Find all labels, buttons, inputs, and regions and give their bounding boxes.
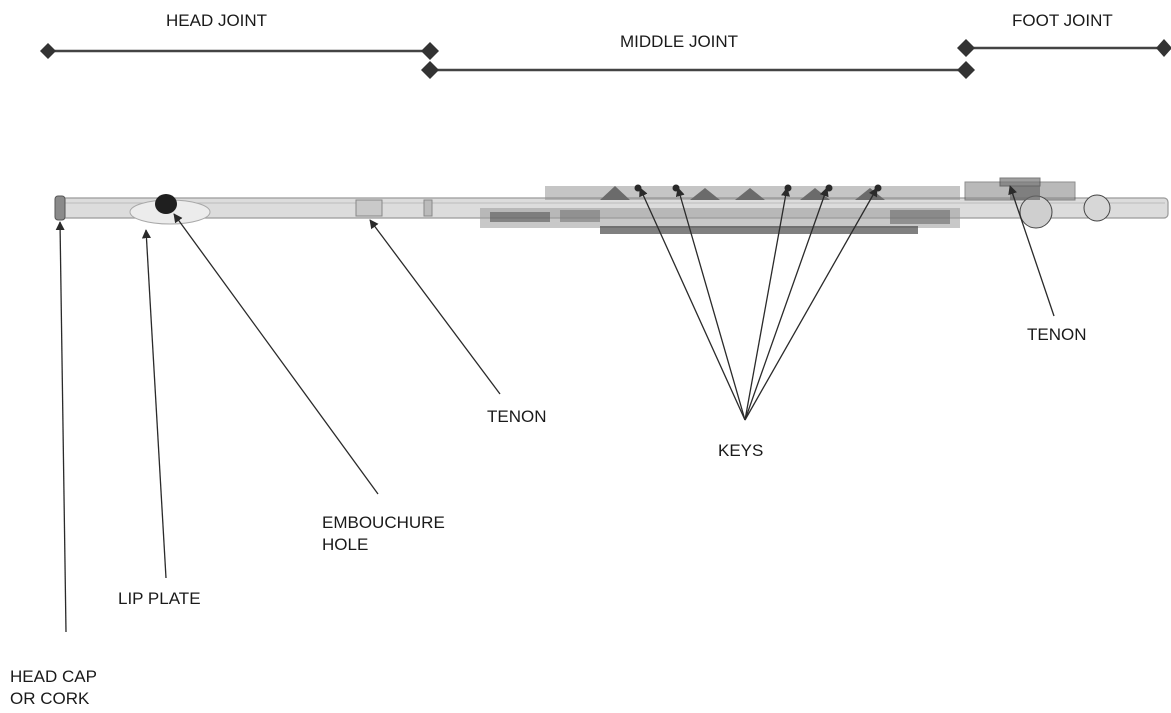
head-cap-label-line1: HEAD CAP [10,667,97,686]
keys-label: KEYS [718,441,764,460]
arrow-tenon-foot [1008,185,1055,317]
embouchure-label-line2: HOLE [322,535,369,554]
arrow-embouchure [173,213,379,495]
arrow-head-cap [55,221,67,633]
head-cap-label-line2: OR CORK [10,689,90,708]
embouchure-hole-shape [155,194,177,214]
foot-joint-bracket [957,39,1171,57]
foot-mechanism [964,177,1111,229]
head-joint-label: HEAD JOINT [166,11,268,30]
foot-joint-label: FOOT JOINT [1012,11,1113,30]
arrow-key-2 [675,187,746,421]
arrow-key-4 [744,187,829,421]
flute-illustration [54,177,1169,234]
arrow-key-1 [639,187,746,421]
callout-arrows [55,185,1055,633]
arrow-tenon-head [369,219,501,395]
tenon-head-label: TENON [487,407,547,426]
embouchure-label-line1: EMBOUCHURE [322,513,445,532]
arrow-lip-plate [141,229,167,579]
middle-joint-label: MIDDLE JOINT [620,32,739,51]
tenon-foot-label: TENON [1027,325,1087,344]
arrow-key-3 [744,187,791,421]
arrow-key-5 [744,187,878,421]
head-joint-bracket [40,42,439,60]
lip-plate-label: LIP PLATE [118,589,201,608]
head-tenon-shape [355,199,383,217]
key-mechanism [480,184,960,234]
middle-joint-bracket [421,61,975,79]
head-cap-shape [54,195,66,221]
